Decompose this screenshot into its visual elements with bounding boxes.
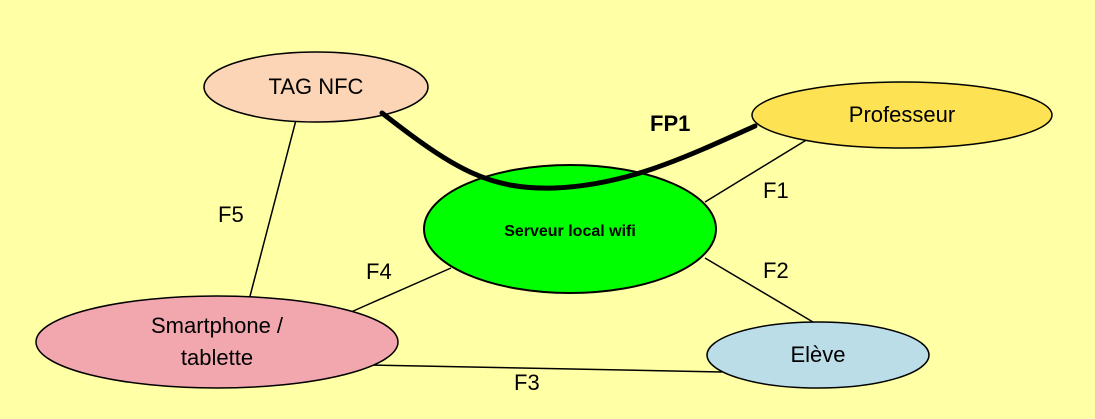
node-smartphone-label-line2: tablette bbox=[181, 345, 253, 370]
edge-f4-label: F4 bbox=[366, 259, 392, 284]
edge-f5-label: F5 bbox=[218, 202, 244, 227]
edge-fp1-curve bbox=[379, 110, 758, 191]
edge-f2-label: F2 bbox=[763, 258, 789, 283]
node-professeur-label: Professeur bbox=[849, 102, 955, 127]
edge-fp1-label: FP1 bbox=[650, 111, 690, 136]
node-smartphone bbox=[35, 295, 399, 389]
node-smartphone-label-line1: Smartphone / bbox=[151, 313, 284, 338]
edge-f3-label: F3 bbox=[514, 370, 540, 395]
edge-f5-line bbox=[248, 119, 297, 301]
edge-f1-label: F1 bbox=[763, 178, 789, 203]
node-serveur bbox=[423, 164, 717, 294]
edge-f2-line bbox=[704, 257, 819, 326]
node-tag-nfc bbox=[203, 51, 429, 123]
node-tag-nfc-label: TAG NFC bbox=[269, 74, 364, 99]
node-professeur bbox=[751, 81, 1053, 149]
edge-f4-line bbox=[350, 267, 452, 313]
edge-f1-line bbox=[704, 138, 809, 203]
edge-f3-line bbox=[366, 364, 723, 373]
node-eleve-label: Elève bbox=[790, 342, 845, 367]
node-serveur-label: Serveur local wifi bbox=[504, 223, 636, 240]
node-eleve bbox=[706, 321, 930, 389]
